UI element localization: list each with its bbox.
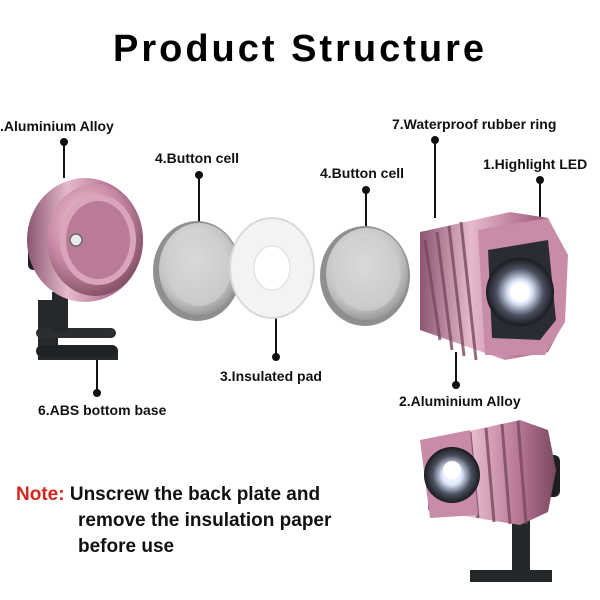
note-line-3: before use	[78, 536, 175, 557]
label-insulated-pad: 3.Insulated pad	[220, 368, 322, 384]
note-line-1: Unscrew the back plate and	[69, 484, 321, 505]
note-line-2: remove the insulation paper	[78, 510, 332, 531]
label-highlight-led: 1.Highlight LED	[483, 156, 588, 172]
label-button-cell-1: 4.Button cell	[155, 150, 240, 166]
label-aluminium-alloy-front: 2.Aluminium Alloy	[399, 393, 521, 409]
front-housing-part	[420, 212, 568, 361]
insulated-pad-part	[229, 217, 315, 319]
button-cell-part	[153, 221, 241, 321]
button-cell-part	[320, 226, 410, 326]
label-aluminium-alloy-back: .Aluminium Alloy	[0, 118, 114, 134]
label-abs-base: 6.ABS bottom base	[38, 402, 167, 418]
usage-note: Note: Unscrew the back plate and remove …	[16, 482, 436, 560]
label-waterproof-ring: 7.Waterproof rubber ring	[392, 116, 557, 132]
label-button-cell-2: 4.Button cell	[320, 165, 405, 181]
assembled-lamp	[420, 420, 560, 582]
page-title: Product Structure	[112, 28, 488, 70]
back-cap-part	[27, 178, 143, 360]
note-keyword: Note:	[16, 484, 65, 505]
